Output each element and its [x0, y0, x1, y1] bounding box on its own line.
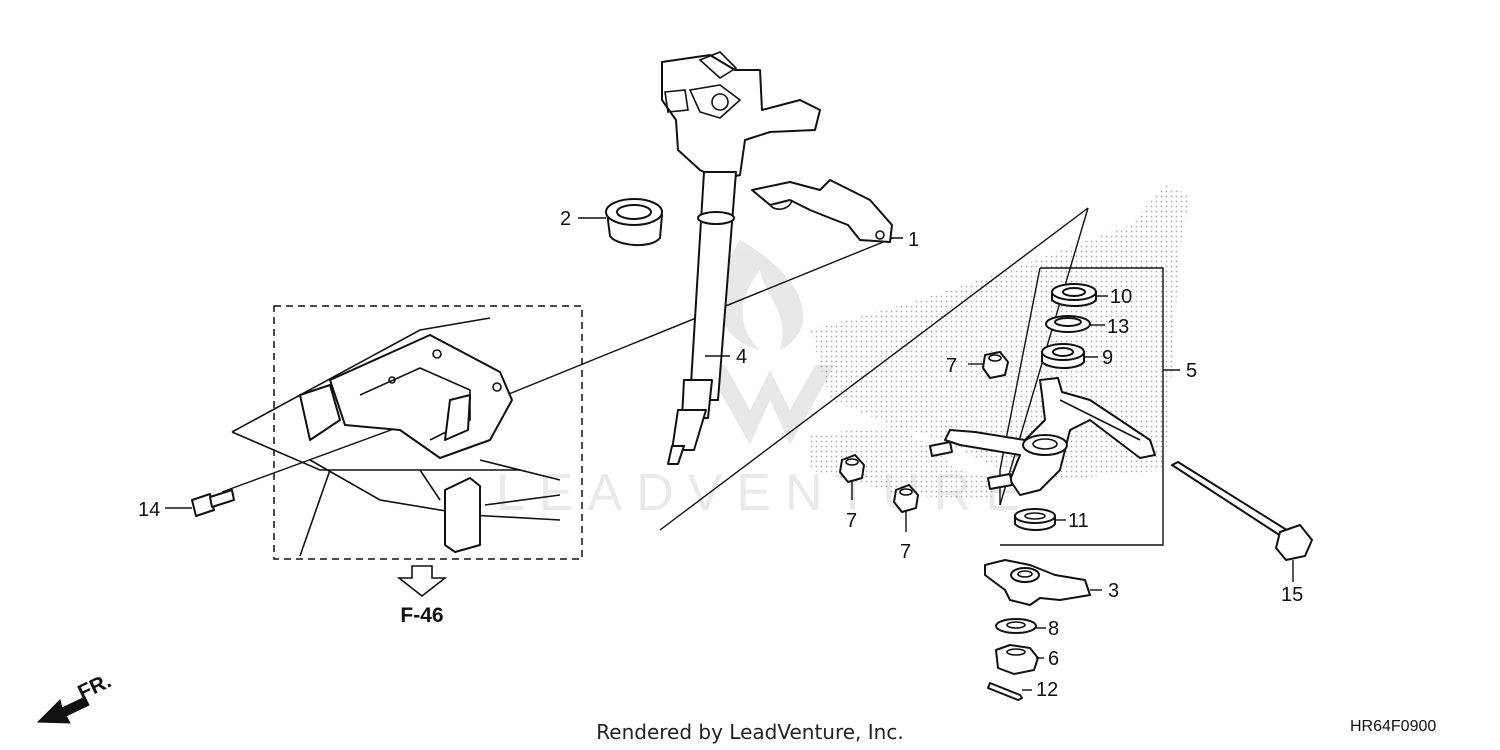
part-7-nut-b	[839, 454, 865, 500]
part-5-steering-arm	[929, 377, 1156, 496]
part-5-bracket	[999, 267, 1180, 546]
part-15-bolt	[1171, 461, 1313, 582]
part-13-seal	[1045, 315, 1105, 333]
front-direction-indicator: FR.	[36, 669, 115, 724]
reference-label[interactable]: F-46	[400, 604, 443, 627]
part-1-clamp	[751, 179, 893, 243]
frame-detail-box	[231, 305, 583, 598]
part-12-cotter-pin	[987, 682, 1032, 701]
part-7-nut-c	[893, 484, 919, 532]
callout-8[interactable]: 8	[1048, 618, 1059, 640]
callout-7-c[interactable]: 7	[900, 541, 911, 563]
callout-2[interactable]: 2	[560, 208, 571, 230]
part-14-bolt	[165, 489, 235, 517]
part-10-bearing	[1051, 283, 1108, 307]
part-8-washer	[995, 618, 1046, 634]
reference-arrow-icon	[396, 565, 448, 598]
part-3-plate	[984, 559, 1102, 606]
direction-arrow-icon	[36, 696, 90, 724]
callout-7-b[interactable]: 7	[846, 510, 857, 532]
callout-12[interactable]: 12	[1036, 679, 1058, 701]
callout-1[interactable]: 1	[908, 229, 919, 251]
watermark-logo: LEADVENTURE	[496, 240, 1034, 522]
diagram-code: HR64F0900	[1350, 718, 1436, 735]
callout-9[interactable]: 9	[1102, 347, 1113, 369]
callout-6[interactable]: 6	[1048, 648, 1059, 670]
leader-lines	[221, 207, 1089, 531]
callout-3[interactable]: 3	[1108, 580, 1119, 602]
part-7-nut-a	[968, 351, 1009, 379]
callout-4[interactable]: 4	[736, 346, 747, 368]
callouts: 1 2 3 4 5 6 7 7 7 8 9 10 11 12 13 14 15	[138, 208, 1303, 701]
part-11-washer	[1014, 508, 1066, 531]
footer-credit: Rendered by LeadVenture, Inc.	[596, 720, 903, 744]
callout-14[interactable]: 14	[138, 499, 160, 521]
part-4-steering-shaft	[661, 51, 821, 465]
part-6-nut	[995, 644, 1044, 675]
callout-7-a[interactable]: 7	[946, 355, 957, 377]
part-9-bearing	[1041, 343, 1098, 369]
callout-11[interactable]: 11	[1068, 510, 1089, 532]
callout-5[interactable]: 5	[1186, 360, 1197, 382]
callout-13[interactable]: 13	[1107, 316, 1129, 338]
callout-15[interactable]: 15	[1281, 584, 1303, 606]
watermark-text: LEADVENTURE	[496, 464, 1034, 522]
part-2-seal	[578, 198, 663, 247]
callout-10[interactable]: 10	[1110, 286, 1132, 308]
